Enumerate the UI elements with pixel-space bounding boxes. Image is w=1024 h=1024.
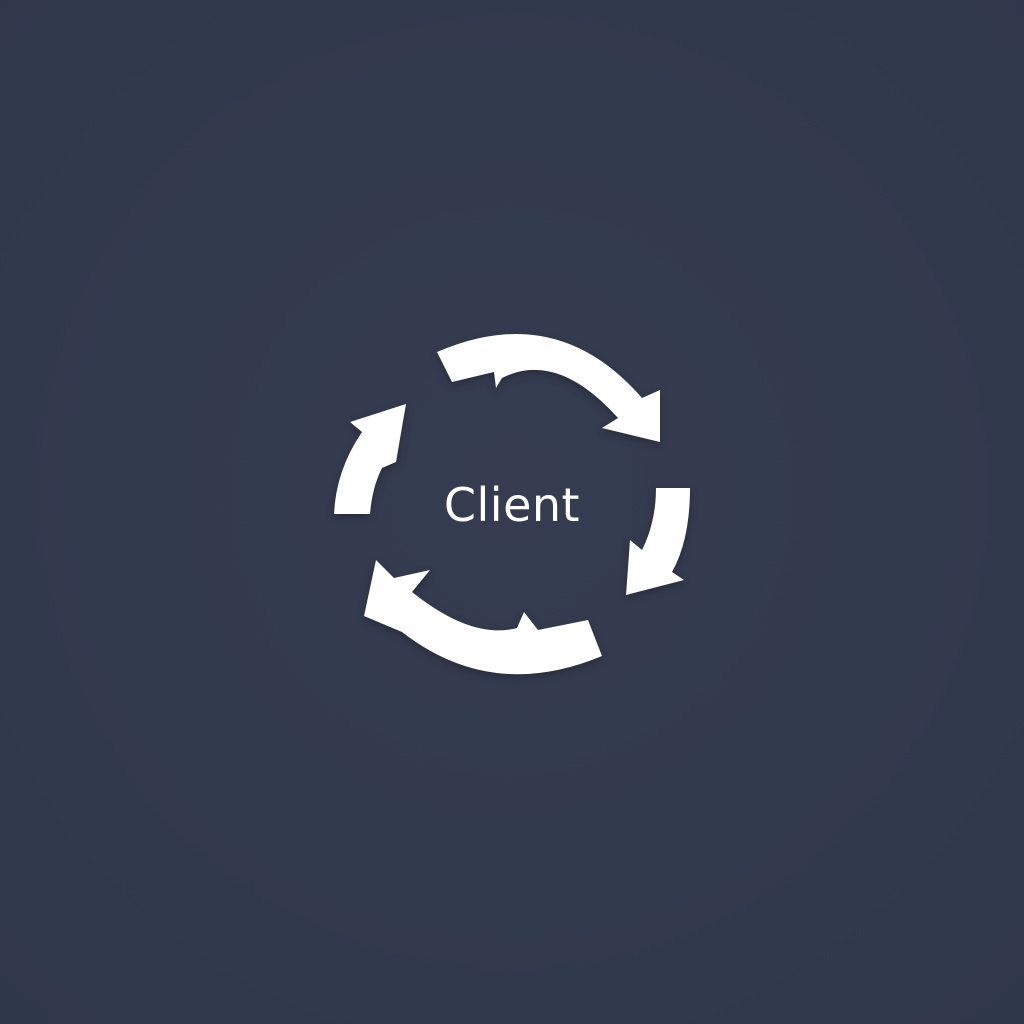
arrow-top-icon <box>437 333 660 442</box>
center-label: Client <box>443 478 581 532</box>
arrow-left-icon <box>334 404 406 514</box>
circular-arrows-icon <box>334 333 690 675</box>
arrow-bottom-icon <box>364 560 602 675</box>
arrow-right-icon <box>626 488 690 595</box>
